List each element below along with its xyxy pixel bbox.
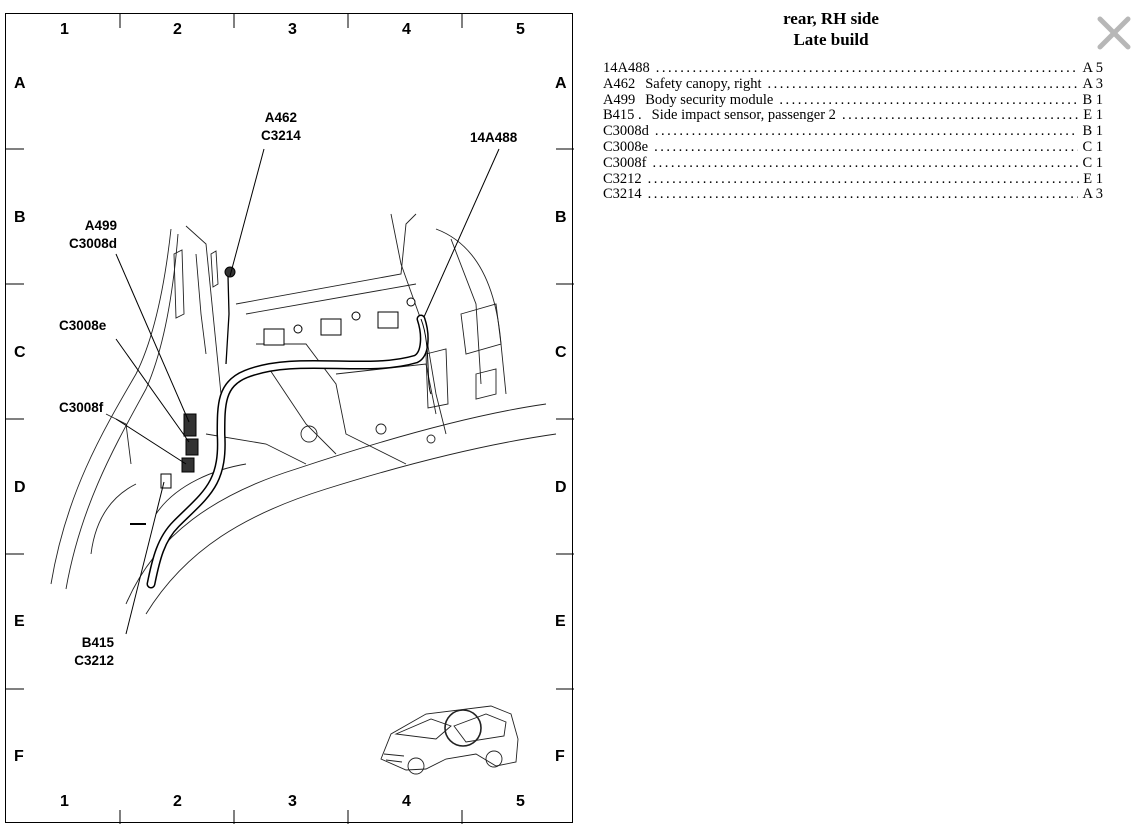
legend-dot-leader: ........................................…	[647, 187, 1079, 203]
legend-dot-leader: ........................................…	[654, 139, 1079, 155]
legend-list: 14A488..................................…	[603, 61, 1103, 203]
callout-c3214-code: C3214	[261, 127, 301, 143]
legend-row: A499 Body security module................…	[603, 93, 1103, 109]
row-label-d-right: D	[555, 479, 567, 496]
legend-dot-leader: ........................................…	[767, 76, 1078, 92]
row-label-a-right: A	[555, 75, 567, 92]
column-label-5: 5	[516, 21, 525, 38]
callout-a462-code: A462	[264, 110, 298, 125]
column-label-3: 3	[288, 21, 297, 38]
legend-dot-leader: ........................................…	[779, 92, 1078, 108]
legend-code: 14A488	[603, 61, 650, 76]
legend-title: rear, RH side Late build	[603, 8, 1103, 50]
row-label-b-right: B	[555, 209, 567, 226]
legend-description: Side impact sensor, passenger 2	[651, 108, 836, 124]
legend-description: Safety canopy, right	[645, 76, 762, 92]
row-label-c-right: C	[555, 344, 567, 361]
callout-c3008e-code: C3008e	[59, 318, 107, 333]
column-label-1-bottom: 1	[60, 793, 69, 810]
wiring-diagram: 1 2 3 4 5 1 2 3 4 5 A B C D E F A B C D …	[5, 13, 574, 824]
row-label-e-right: E	[555, 613, 566, 630]
legend-grid-location: E 1	[1083, 171, 1103, 187]
legend-code: C3008f	[603, 155, 647, 171]
row-label-d: D	[14, 479, 26, 496]
column-label-4: 4	[402, 21, 411, 38]
vehicle-interior-lineart	[50, 213, 557, 615]
callout-c3008f: C3008f	[59, 399, 103, 417]
column-label-4-bottom: 4	[402, 793, 411, 810]
legend-code: C3008d	[603, 124, 649, 140]
column-label-5-bottom: 5	[516, 793, 525, 810]
legend-row: 14A488..................................…	[603, 61, 1103, 77]
close-icon[interactable]	[1094, 4, 1134, 52]
callout-b415: B415 C3212	[64, 634, 114, 669]
callout-c3008f-code: C3008f	[59, 400, 104, 415]
callout-14a488: 14A488	[470, 129, 517, 147]
legend-dot-leader: ........................................…	[841, 108, 1080, 124]
callout-b415-code: B415	[81, 635, 114, 650]
legend-code: B415 .	[603, 108, 642, 124]
row-label-f-right: F	[555, 748, 565, 765]
legend-row: C3008e..................................…	[603, 140, 1103, 156]
wiring-harness	[146, 275, 432, 589]
legend-dot-leader: ........................................…	[654, 124, 1079, 140]
close-button[interactable]	[1094, 4, 1134, 52]
legend-dot-leader: ........................................…	[647, 171, 1080, 187]
callout-a499: A499 C3008d	[59, 217, 117, 252]
callout-leaders	[115, 148, 500, 635]
legend-row: A462 Safety canopy, right................…	[603, 77, 1103, 93]
callout-a499-code: A499	[84, 218, 117, 233]
legend-title-line1: rear, RH side	[783, 9, 879, 28]
legend-code: C3008e	[603, 139, 649, 155]
legend-row: C3008d..................................…	[603, 124, 1103, 140]
column-label-3-bottom: 3	[288, 793, 297, 810]
legend-grid-location: A 3	[1082, 187, 1103, 203]
row-label-b: B	[14, 209, 26, 226]
callout-c3212-code: C3212	[74, 652, 114, 668]
legend-code: A462	[603, 76, 636, 92]
component-legend: rear, RH side Late build 14A488.........…	[603, 8, 1103, 203]
callout-a462: A462 C3214	[261, 109, 301, 144]
legend-dot-leader: ........................................…	[652, 155, 1079, 171]
legend-code: C3212	[603, 171, 642, 187]
legend-description: Body security module	[645, 92, 774, 108]
column-label-2-bottom: 2	[173, 793, 182, 810]
legend-row: C3008f..................................…	[603, 156, 1103, 172]
grid-ticks	[6, 14, 574, 824]
legend-grid-location: B 1	[1082, 124, 1103, 140]
row-label-a: A	[14, 75, 26, 92]
legend-grid-location: C 1	[1082, 155, 1103, 171]
legend-grid-location: A 5	[1082, 61, 1103, 76]
legend-row: C3212...................................…	[603, 172, 1103, 188]
column-label-1: 1	[60, 21, 69, 38]
vehicle-locator-icon	[380, 705, 519, 775]
legend-grid-location: A 3	[1082, 76, 1103, 92]
column-label-2: 2	[173, 21, 182, 38]
callout-c3008e: C3008e	[59, 317, 106, 335]
diagram-drawing	[6, 14, 574, 824]
callout-14a488-code: 14A488	[470, 130, 518, 145]
row-label-c: C	[14, 344, 26, 361]
legend-code: C3214	[603, 187, 642, 203]
legend-grid-location: B 1	[1082, 92, 1103, 108]
row-label-f: F	[14, 748, 24, 765]
legend-row: B415 . Side impact sensor, passenger 2...…	[603, 108, 1103, 124]
legend-dot-leader: ........................................…	[655, 61, 1079, 76]
callout-c3008d-code: C3008d	[68, 235, 117, 251]
legend-grid-location: C 1	[1082, 139, 1103, 155]
row-label-e: E	[14, 613, 25, 630]
legend-row: C3214...................................…	[603, 187, 1103, 203]
legend-title-line2: Late build	[793, 30, 869, 49]
legend-code: A499	[603, 92, 636, 108]
connectors	[130, 266, 416, 525]
legend-grid-location: E 1	[1083, 108, 1103, 124]
